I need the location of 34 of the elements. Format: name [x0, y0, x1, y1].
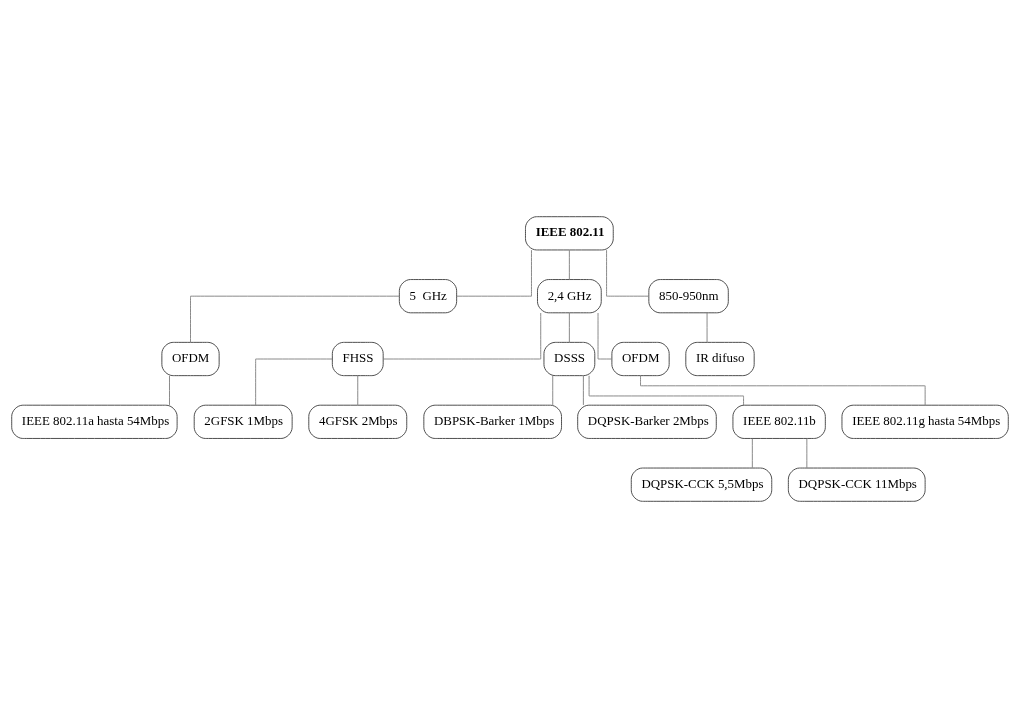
node-box: DQPSK-Barker 2Mbps	[577, 404, 717, 439]
node-box: IR difuso	[685, 341, 755, 376]
connector	[806, 437, 808, 468]
node-box: 850-950nm	[648, 278, 729, 313]
connector	[588, 374, 744, 405]
connector	[568, 249, 570, 280]
connector	[255, 358, 333, 405]
connector	[382, 312, 542, 359]
connector	[606, 249, 650, 297]
node-box: 5 GHz	[398, 278, 458, 313]
connector	[456, 249, 532, 297]
node-box: 2,4 GHz	[537, 278, 602, 313]
node-box: DSSS	[543, 341, 596, 376]
node-box: FHSS	[331, 341, 384, 376]
node-box: DQPSK-CCK 11Mbps	[787, 467, 926, 502]
connector	[190, 295, 400, 343]
connector	[357, 374, 359, 405]
connector	[751, 437, 753, 468]
node-box: DQPSK-CCK 5,5Mbps	[630, 467, 773, 502]
node-box: DBPSK-Barker 1Mbps	[423, 404, 562, 439]
connector	[640, 374, 926, 406]
node-box: 4GFSK 2Mbps	[308, 404, 408, 439]
connector	[568, 312, 570, 343]
node-box: OFDM	[611, 341, 670, 376]
connector	[552, 374, 554, 405]
node-box: IEEE 802.11	[525, 215, 614, 250]
node-box: IEEE 802.11b	[732, 404, 826, 439]
connector	[582, 374, 584, 405]
node-box: 2GFSK 1Mbps	[193, 404, 293, 439]
connector	[169, 374, 170, 405]
node-box: IEEE 802.11g hasta 54Mbps	[841, 404, 1009, 439]
node-box: IEEE 802.11a hasta 54Mbps	[11, 404, 178, 439]
node-box: OFDM	[161, 341, 220, 376]
connector	[706, 312, 708, 343]
